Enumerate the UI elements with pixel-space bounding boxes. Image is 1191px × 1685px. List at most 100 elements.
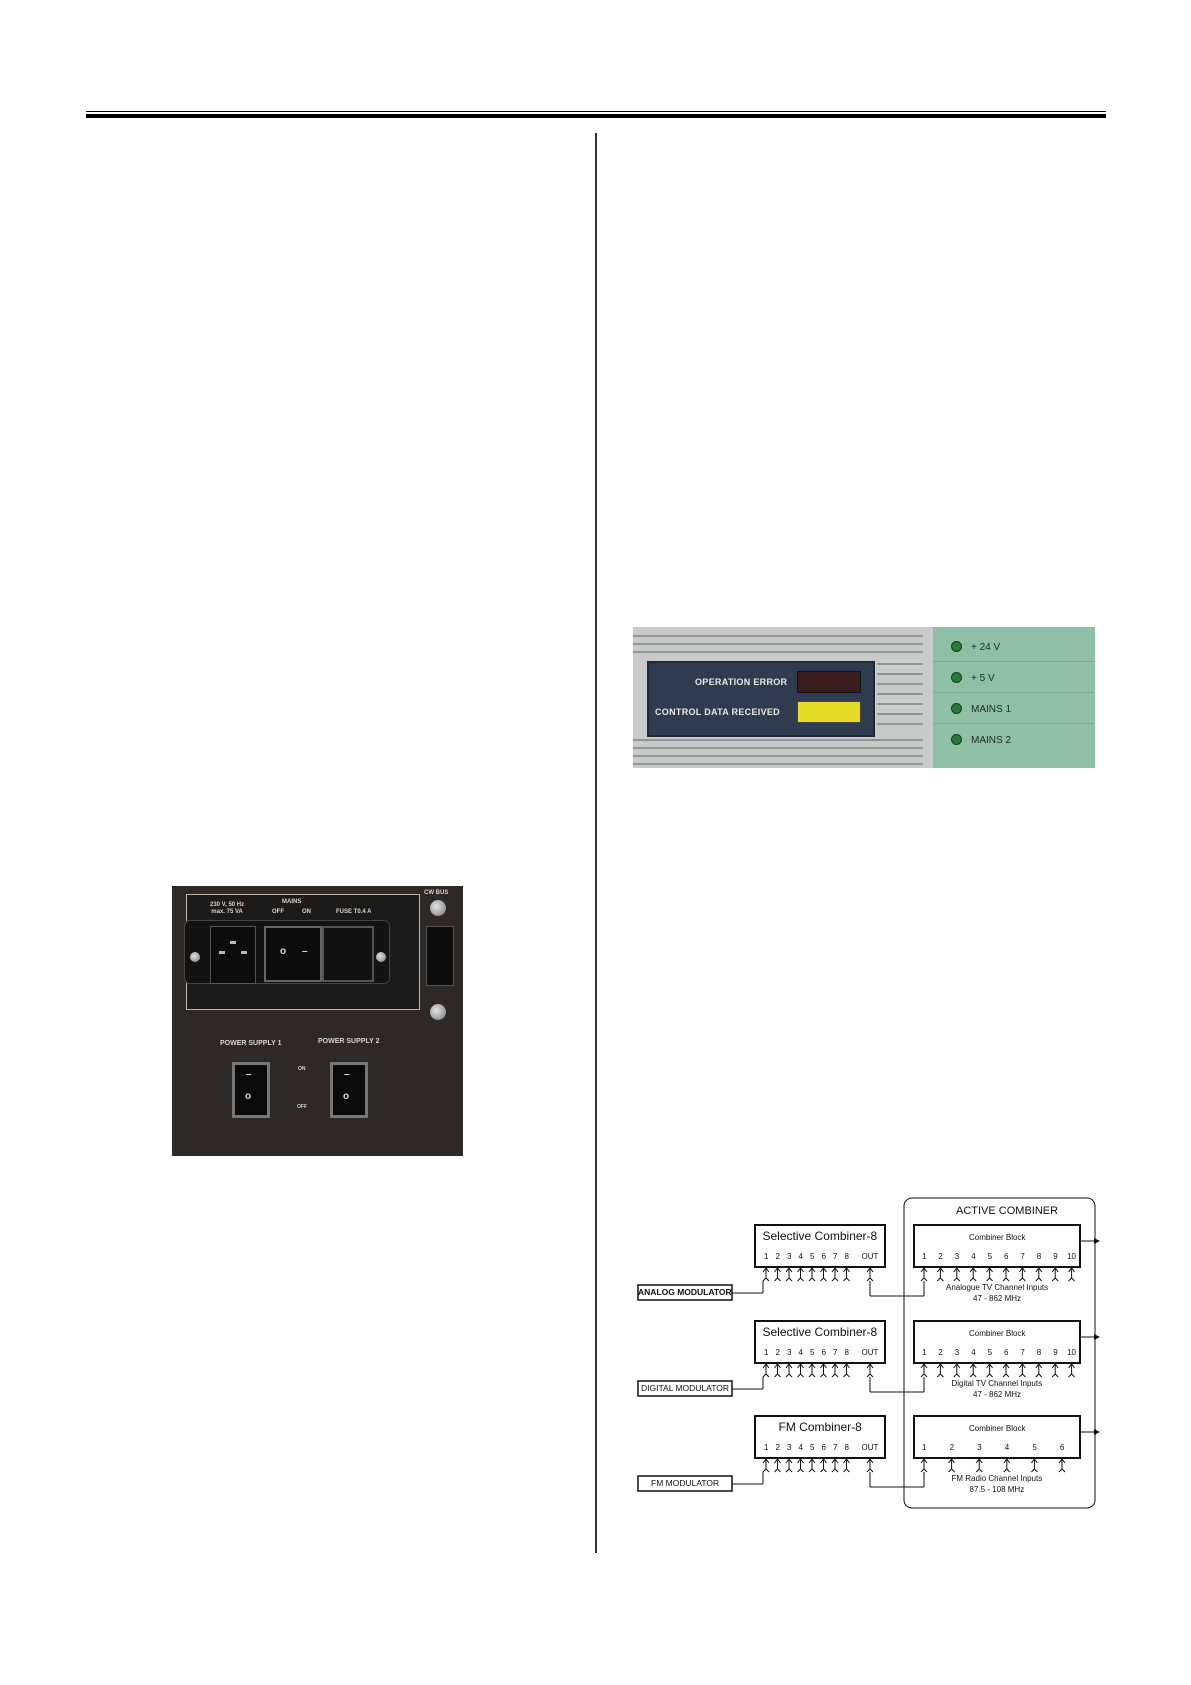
block-input-arrow-head bbox=[1051, 1363, 1059, 1369]
block-input-arrow-head bbox=[1058, 1458, 1066, 1464]
column-divider bbox=[595, 133, 597, 1553]
combiner-port-label: 2 bbox=[775, 1443, 780, 1452]
block-input-arrow-tail bbox=[1051, 1277, 1059, 1282]
block-output-arrow-head bbox=[1094, 1334, 1100, 1340]
combiner-port-label: 3 bbox=[787, 1443, 792, 1452]
block-input-arrow-head bbox=[920, 1363, 928, 1369]
block-input-arrow-head bbox=[953, 1267, 961, 1273]
combiner-input-arrow-head bbox=[843, 1363, 850, 1369]
combiner-block-box bbox=[913, 1224, 1081, 1268]
status-row bbox=[933, 693, 1095, 724]
block-input-arrow-tail bbox=[986, 1373, 993, 1378]
on-symbol-icon: – bbox=[246, 1069, 252, 1080]
combiner-box bbox=[754, 1415, 886, 1459]
block-port-label: 2 bbox=[949, 1443, 955, 1452]
block-input-arrow-tail bbox=[948, 1468, 955, 1473]
block-input-arrow-head bbox=[1051, 1267, 1059, 1273]
mains-power-switch[interactable]: o – bbox=[264, 926, 322, 982]
block-caption-line1: Digital TV Channel Inputs bbox=[951, 1379, 1043, 1388]
block-input-arrow-tail bbox=[1003, 1468, 1011, 1473]
block-input-arrow-tail bbox=[975, 1468, 983, 1473]
combiner-input-arrow-head bbox=[774, 1363, 781, 1369]
block-port-label: 8 bbox=[1036, 1348, 1042, 1357]
combiner-input-arrow-tail bbox=[831, 1277, 839, 1282]
combiner-port-label: 5 bbox=[810, 1443, 815, 1452]
combiner-input-arrow-tail bbox=[831, 1373, 839, 1378]
modulator-label: DIGITAL MODULATOR bbox=[641, 1383, 730, 1393]
power-supply-1-label: POWER SUPPLY 1 bbox=[220, 1040, 282, 1047]
combiner-input-arrow-tail bbox=[762, 1373, 770, 1378]
block-input-arrow-tail bbox=[1019, 1373, 1026, 1378]
combiner-input-arrow-tail bbox=[843, 1277, 850, 1282]
block-input-arrow-tail bbox=[937, 1373, 944, 1378]
block-port-label: 2 bbox=[938, 1348, 943, 1357]
combiner-input-arrow-head bbox=[831, 1267, 839, 1273]
led-mains-1-icon bbox=[951, 703, 962, 714]
block-caption-line2: 47 - 862 MHz bbox=[973, 1390, 1022, 1399]
combiner-input-arrow-tail bbox=[843, 1373, 850, 1378]
block-input-arrow-tail bbox=[1068, 1277, 1075, 1282]
block-input-arrow-head bbox=[969, 1363, 977, 1369]
block-port-label: 2 bbox=[938, 1252, 943, 1261]
control-data-received-label: CONTROL DATA RECEIVED bbox=[655, 707, 780, 717]
status-mains-2-label: MAINS 2 bbox=[971, 735, 1012, 746]
combiner-block-label: Combiner Block bbox=[969, 1233, 1026, 1242]
off-symbol-icon: o bbox=[245, 1091, 252, 1102]
block-input-arrow-tail bbox=[1035, 1277, 1043, 1282]
block-caption-line2: 47 - 862 MHz bbox=[973, 1294, 1022, 1303]
combiner-block-label: Combiner Block bbox=[969, 1329, 1026, 1338]
block-port-label: 5 bbox=[987, 1252, 993, 1261]
power-supply-2-switch[interactable]: – o bbox=[330, 1062, 368, 1118]
block-port-label: 10 bbox=[1067, 1252, 1076, 1261]
block-port-label: 4 bbox=[971, 1348, 976, 1357]
block-input-arrow-tail bbox=[1035, 1373, 1043, 1378]
combiner-input-arrow-head bbox=[762, 1363, 770, 1369]
combiner-input-arrow-head bbox=[797, 1458, 804, 1464]
combiner-box bbox=[754, 1224, 886, 1268]
block-port-label: 7 bbox=[1020, 1348, 1025, 1357]
active-combiner-outline bbox=[903, 1197, 1096, 1509]
combiner-block-box bbox=[913, 1415, 1081, 1459]
block-port-label: 7 bbox=[1020, 1252, 1025, 1261]
combiner-port-label: 6 bbox=[821, 1443, 826, 1452]
block-input-arrow-tail bbox=[969, 1277, 977, 1282]
combiner-port-label: 1 bbox=[764, 1252, 769, 1261]
combiner-input-arrow-head bbox=[820, 1363, 827, 1369]
combiner-input-arrow-tail bbox=[797, 1277, 804, 1282]
mains-rating-label: 230 V, 50 Hz max. 75 VA bbox=[210, 902, 245, 915]
block-input-arrow-tail bbox=[1002, 1373, 1010, 1378]
fuse-label: FUSE T0.4 A bbox=[336, 909, 372, 915]
block-input-arrow-tail bbox=[937, 1277, 944, 1282]
combiner-input-arrow-head bbox=[808, 1267, 816, 1273]
on-symbol-icon: – bbox=[302, 946, 308, 957]
combiner-input-arrow-head bbox=[820, 1458, 827, 1464]
header-rule-thick bbox=[86, 114, 1106, 118]
block-port-label: 1 bbox=[922, 1348, 927, 1357]
cw-bus-screw-top-icon bbox=[430, 900, 446, 916]
block-input-arrow-tail bbox=[1031, 1468, 1038, 1473]
block-port-label: 9 bbox=[1053, 1252, 1058, 1261]
switch-off-label: OFF bbox=[297, 1104, 307, 1110]
combiner-out-tap-tail bbox=[866, 1468, 874, 1473]
block-input-arrow-tail bbox=[1051, 1373, 1059, 1378]
status-5v-label: + 5 V bbox=[971, 673, 995, 684]
block-port-label: 1 bbox=[922, 1443, 927, 1452]
combiner-input-arrow-head bbox=[831, 1363, 839, 1369]
block-input-arrow-head bbox=[1002, 1267, 1010, 1273]
block-port-label: 1 bbox=[922, 1252, 927, 1261]
block-port-label: 5 bbox=[1032, 1443, 1037, 1452]
cw-bus-connector[interactable] bbox=[426, 926, 454, 986]
status-mains-1-label: MAINS 1 bbox=[971, 704, 1012, 715]
block-input-arrow-tail bbox=[953, 1277, 961, 1282]
block-input-arrow-head bbox=[986, 1363, 994, 1369]
combiner-input-arrow-tail bbox=[808, 1468, 816, 1473]
combiner-port-label: 5 bbox=[810, 1252, 815, 1261]
combiner-port-label: 8 bbox=[844, 1252, 849, 1261]
combiner-input-arrow-head bbox=[785, 1363, 793, 1369]
fuse-holder[interactable] bbox=[322, 926, 374, 982]
iec-mains-socket[interactable] bbox=[210, 926, 256, 984]
combiner-port-label: 7 bbox=[833, 1348, 838, 1357]
combiner-input-arrow-tail bbox=[762, 1277, 770, 1282]
power-supply-1-switch[interactable]: – o bbox=[232, 1062, 270, 1118]
combiner-port-label: 3 bbox=[787, 1348, 792, 1357]
